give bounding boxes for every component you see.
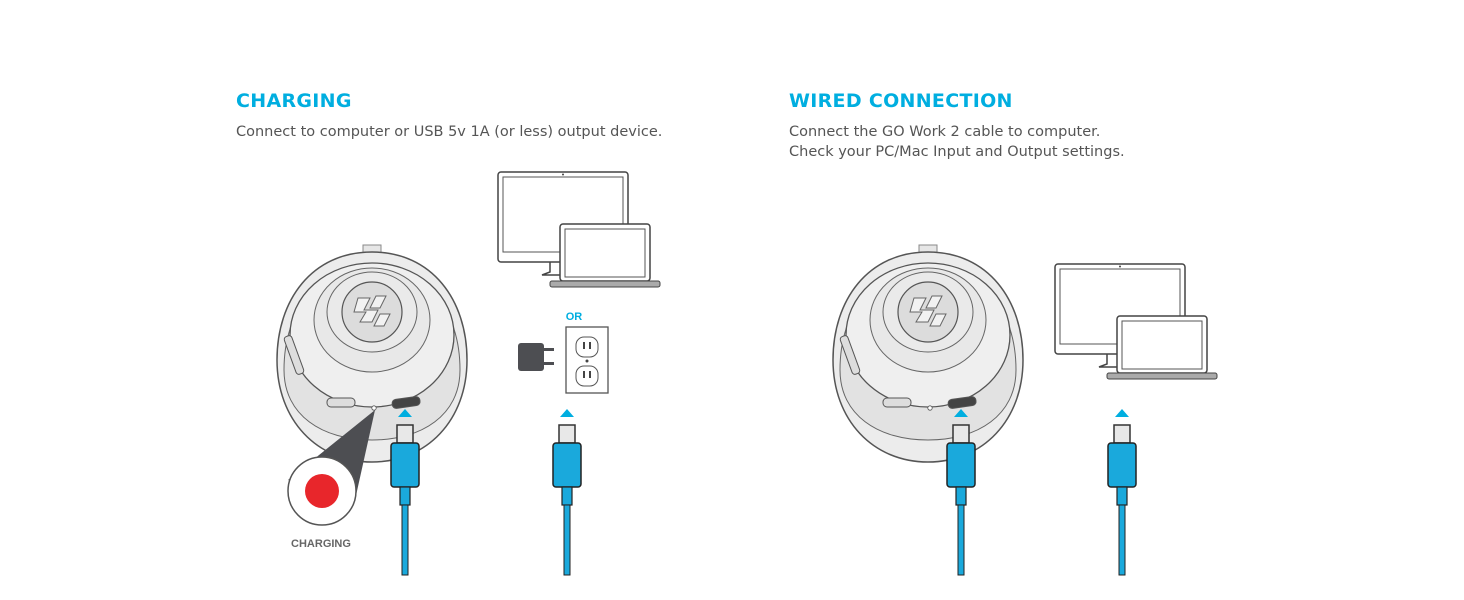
charging-indicator-callout	[287, 410, 375, 526]
charging-title: CHARGING	[236, 90, 352, 112]
computer-laptop-icon-wired	[1054, 263, 1218, 380]
usb-c-cable-computer	[1107, 408, 1137, 576]
wired-connection-description: Connect the GO Work 2 cable to computer.…	[789, 122, 1125, 162]
charging-indicator-label: CHARGING	[291, 538, 351, 550]
charging-led-icon	[305, 474, 339, 508]
charging-description: Connect to computer or USB 5v 1A (or les…	[236, 124, 663, 140]
wired-description-line-1: Connect the GO Work 2 cable to computer.	[789, 124, 1101, 140]
wall-adapter-icon	[518, 343, 554, 371]
wall-outlet-icon	[565, 326, 609, 394]
computer-laptop-icon	[497, 171, 661, 288]
headphone-earcup	[276, 244, 468, 463]
headphone-earcup-wired	[832, 244, 1024, 463]
wired-description-line-2: Check your PC/Mac Input and Output setti…	[789, 144, 1125, 160]
wired-connection-title: WIRED CONNECTION	[789, 90, 1013, 112]
or-label: OR	[566, 311, 583, 323]
usb-c-cable-power	[552, 408, 582, 576]
